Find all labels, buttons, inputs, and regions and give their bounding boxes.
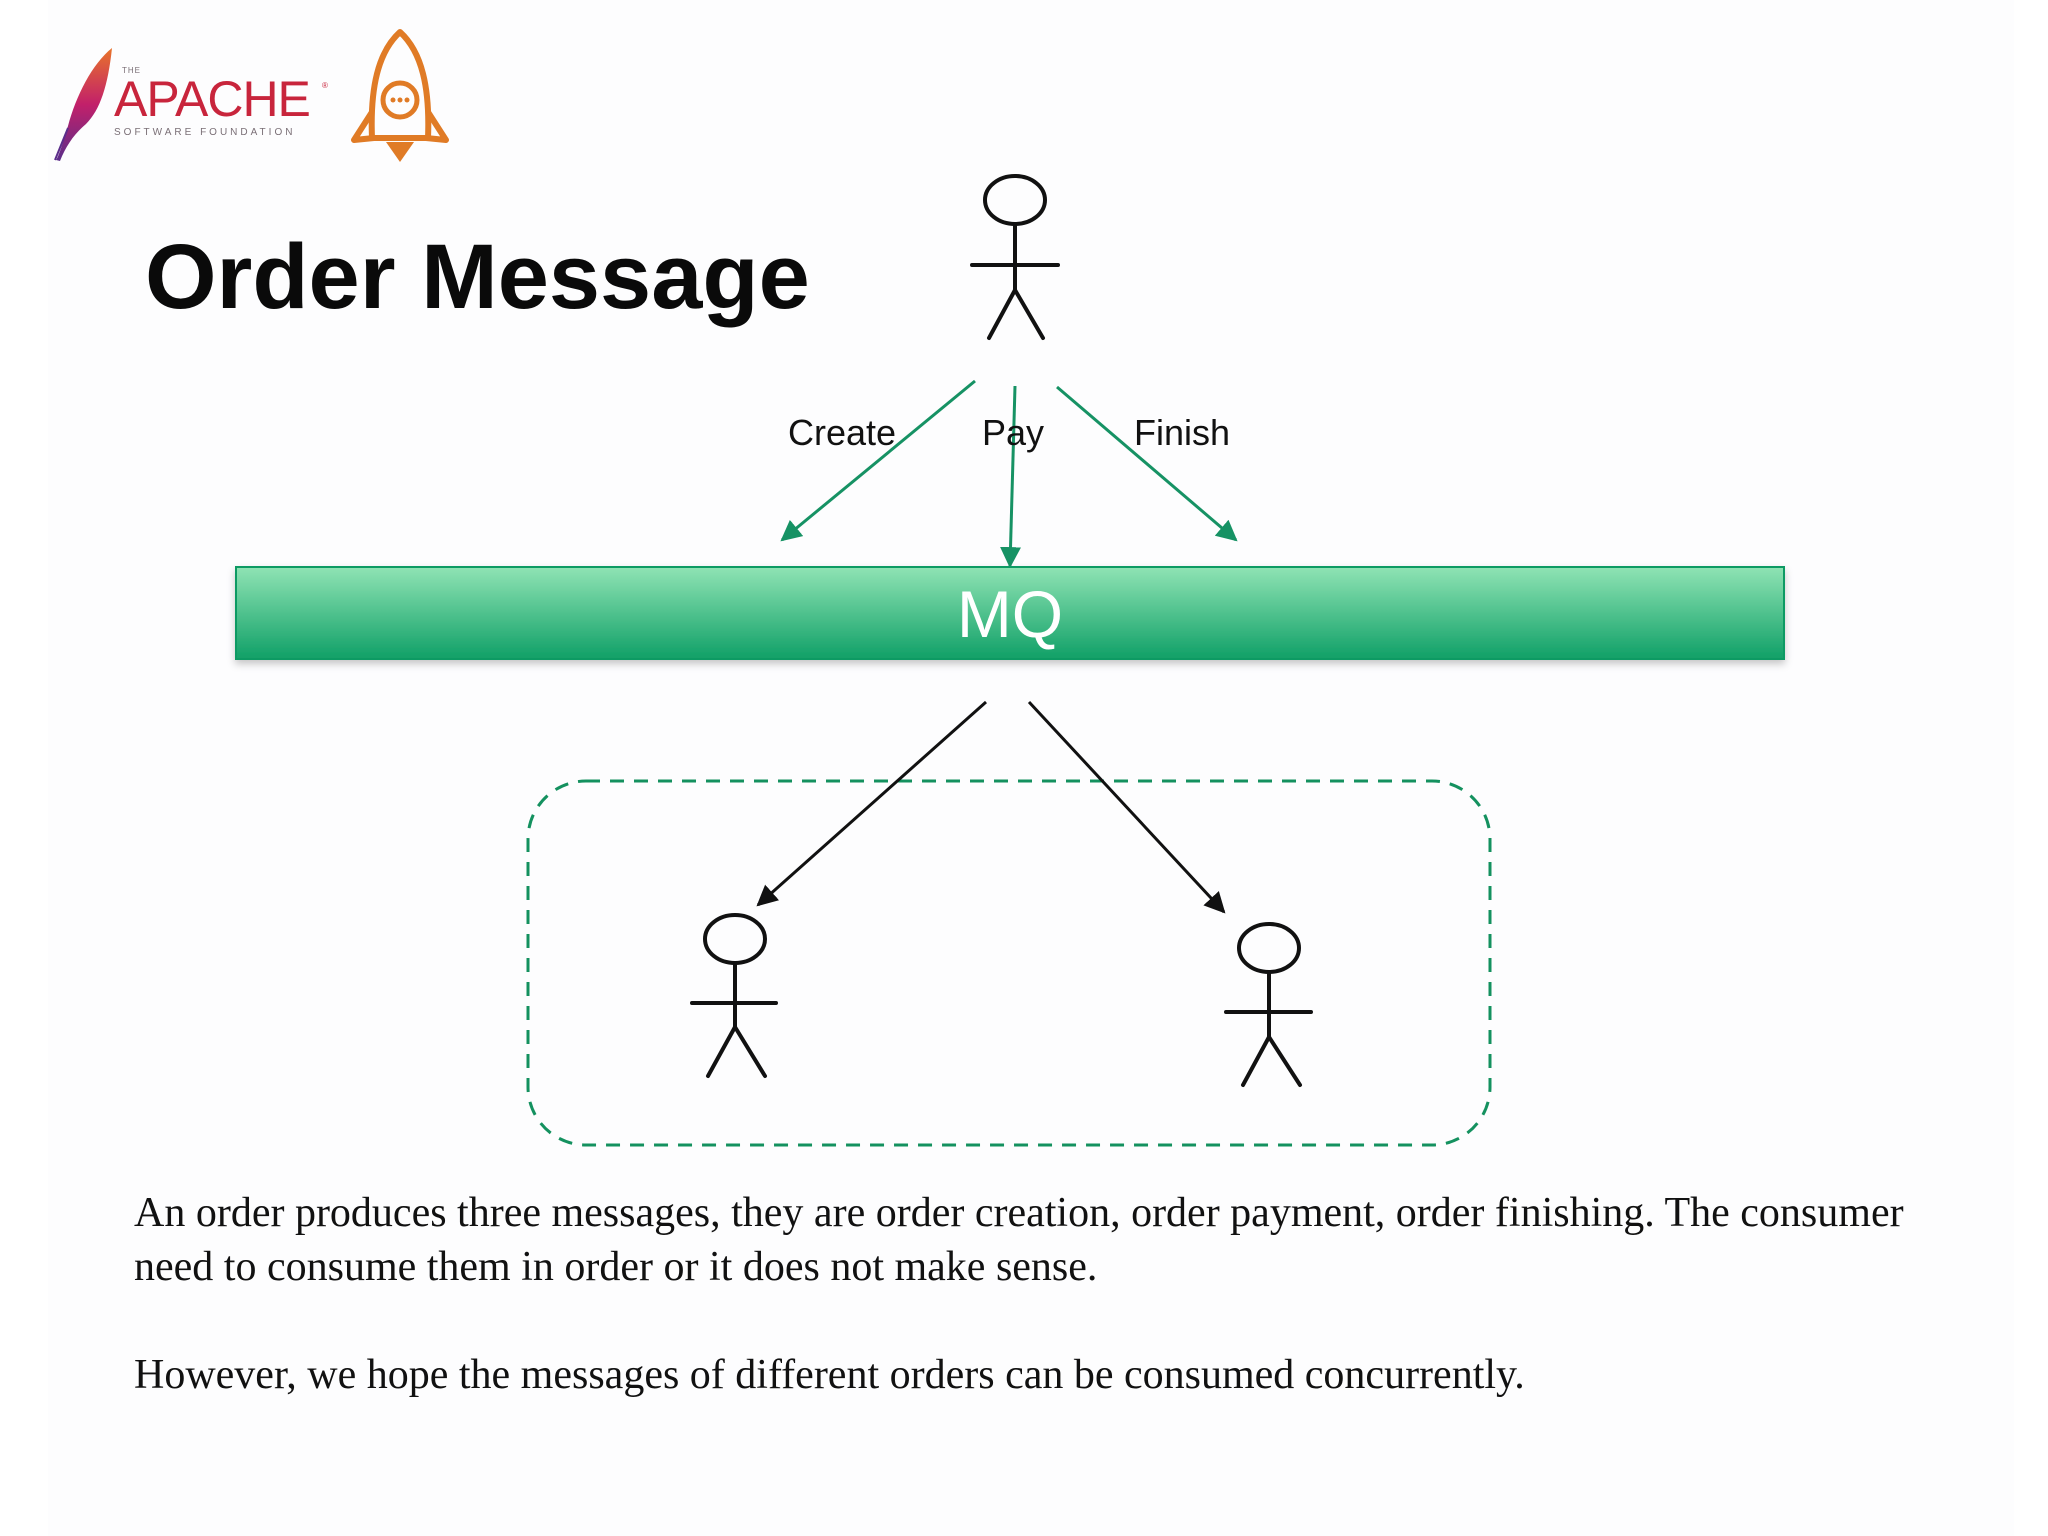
finish-label: Finish bbox=[1134, 412, 1230, 453]
apache-logo-subtitle: SOFTWARE FOUNDATION bbox=[114, 127, 295, 138]
producer-figure-icon bbox=[970, 174, 1060, 340]
body-paragraph-2: However, we hope the messages of differe… bbox=[134, 1352, 1525, 1398]
apache-registered-mark: ® bbox=[322, 81, 328, 90]
consume-arrow-left bbox=[756, 700, 987, 907]
pay-label: Pay bbox=[982, 412, 1044, 453]
rocket-flame-icon bbox=[386, 142, 414, 162]
consumer-figure-right-icon bbox=[1224, 922, 1313, 1087]
apache-feather-icon bbox=[56, 48, 112, 161]
consume-arrow-right bbox=[1027, 700, 1226, 914]
consumer-figure-left-icon bbox=[690, 913, 778, 1078]
rocketmq-logo bbox=[351, 29, 449, 162]
mq-label: MQ bbox=[957, 577, 1063, 651]
rocket-window-icon bbox=[380, 80, 420, 120]
rocket-dot-icon bbox=[397, 97, 403, 103]
slide-title: Order Message bbox=[145, 226, 810, 328]
apache-wordmark: APACHE bbox=[114, 71, 310, 127]
pay-arrow bbox=[1000, 385, 1022, 569]
consumer-group-box bbox=[526, 779, 1492, 1147]
slide-left-margin bbox=[0, 0, 48, 1536]
rocket-dot-icon bbox=[390, 97, 396, 103]
slide-right-margin bbox=[2014, 0, 2048, 1536]
apache-logo-the: THE bbox=[122, 66, 141, 75]
create-arrow bbox=[780, 379, 976, 542]
apache-logo: THE APACHE ® SOFTWARE FOUNDATION bbox=[54, 48, 328, 161]
finish-arrow bbox=[1056, 385, 1238, 542]
apache-feather-quill bbox=[54, 127, 69, 161]
rocket-dot-icon bbox=[404, 97, 410, 103]
mq-bar bbox=[235, 566, 1785, 660]
slide-body: An order produces three messages, they a… bbox=[134, 1186, 1974, 1402]
create-label: Create bbox=[788, 412, 896, 453]
rocket-icon bbox=[351, 29, 449, 143]
body-paragraph-1: An order produces three messages, they a… bbox=[134, 1190, 1904, 1290]
